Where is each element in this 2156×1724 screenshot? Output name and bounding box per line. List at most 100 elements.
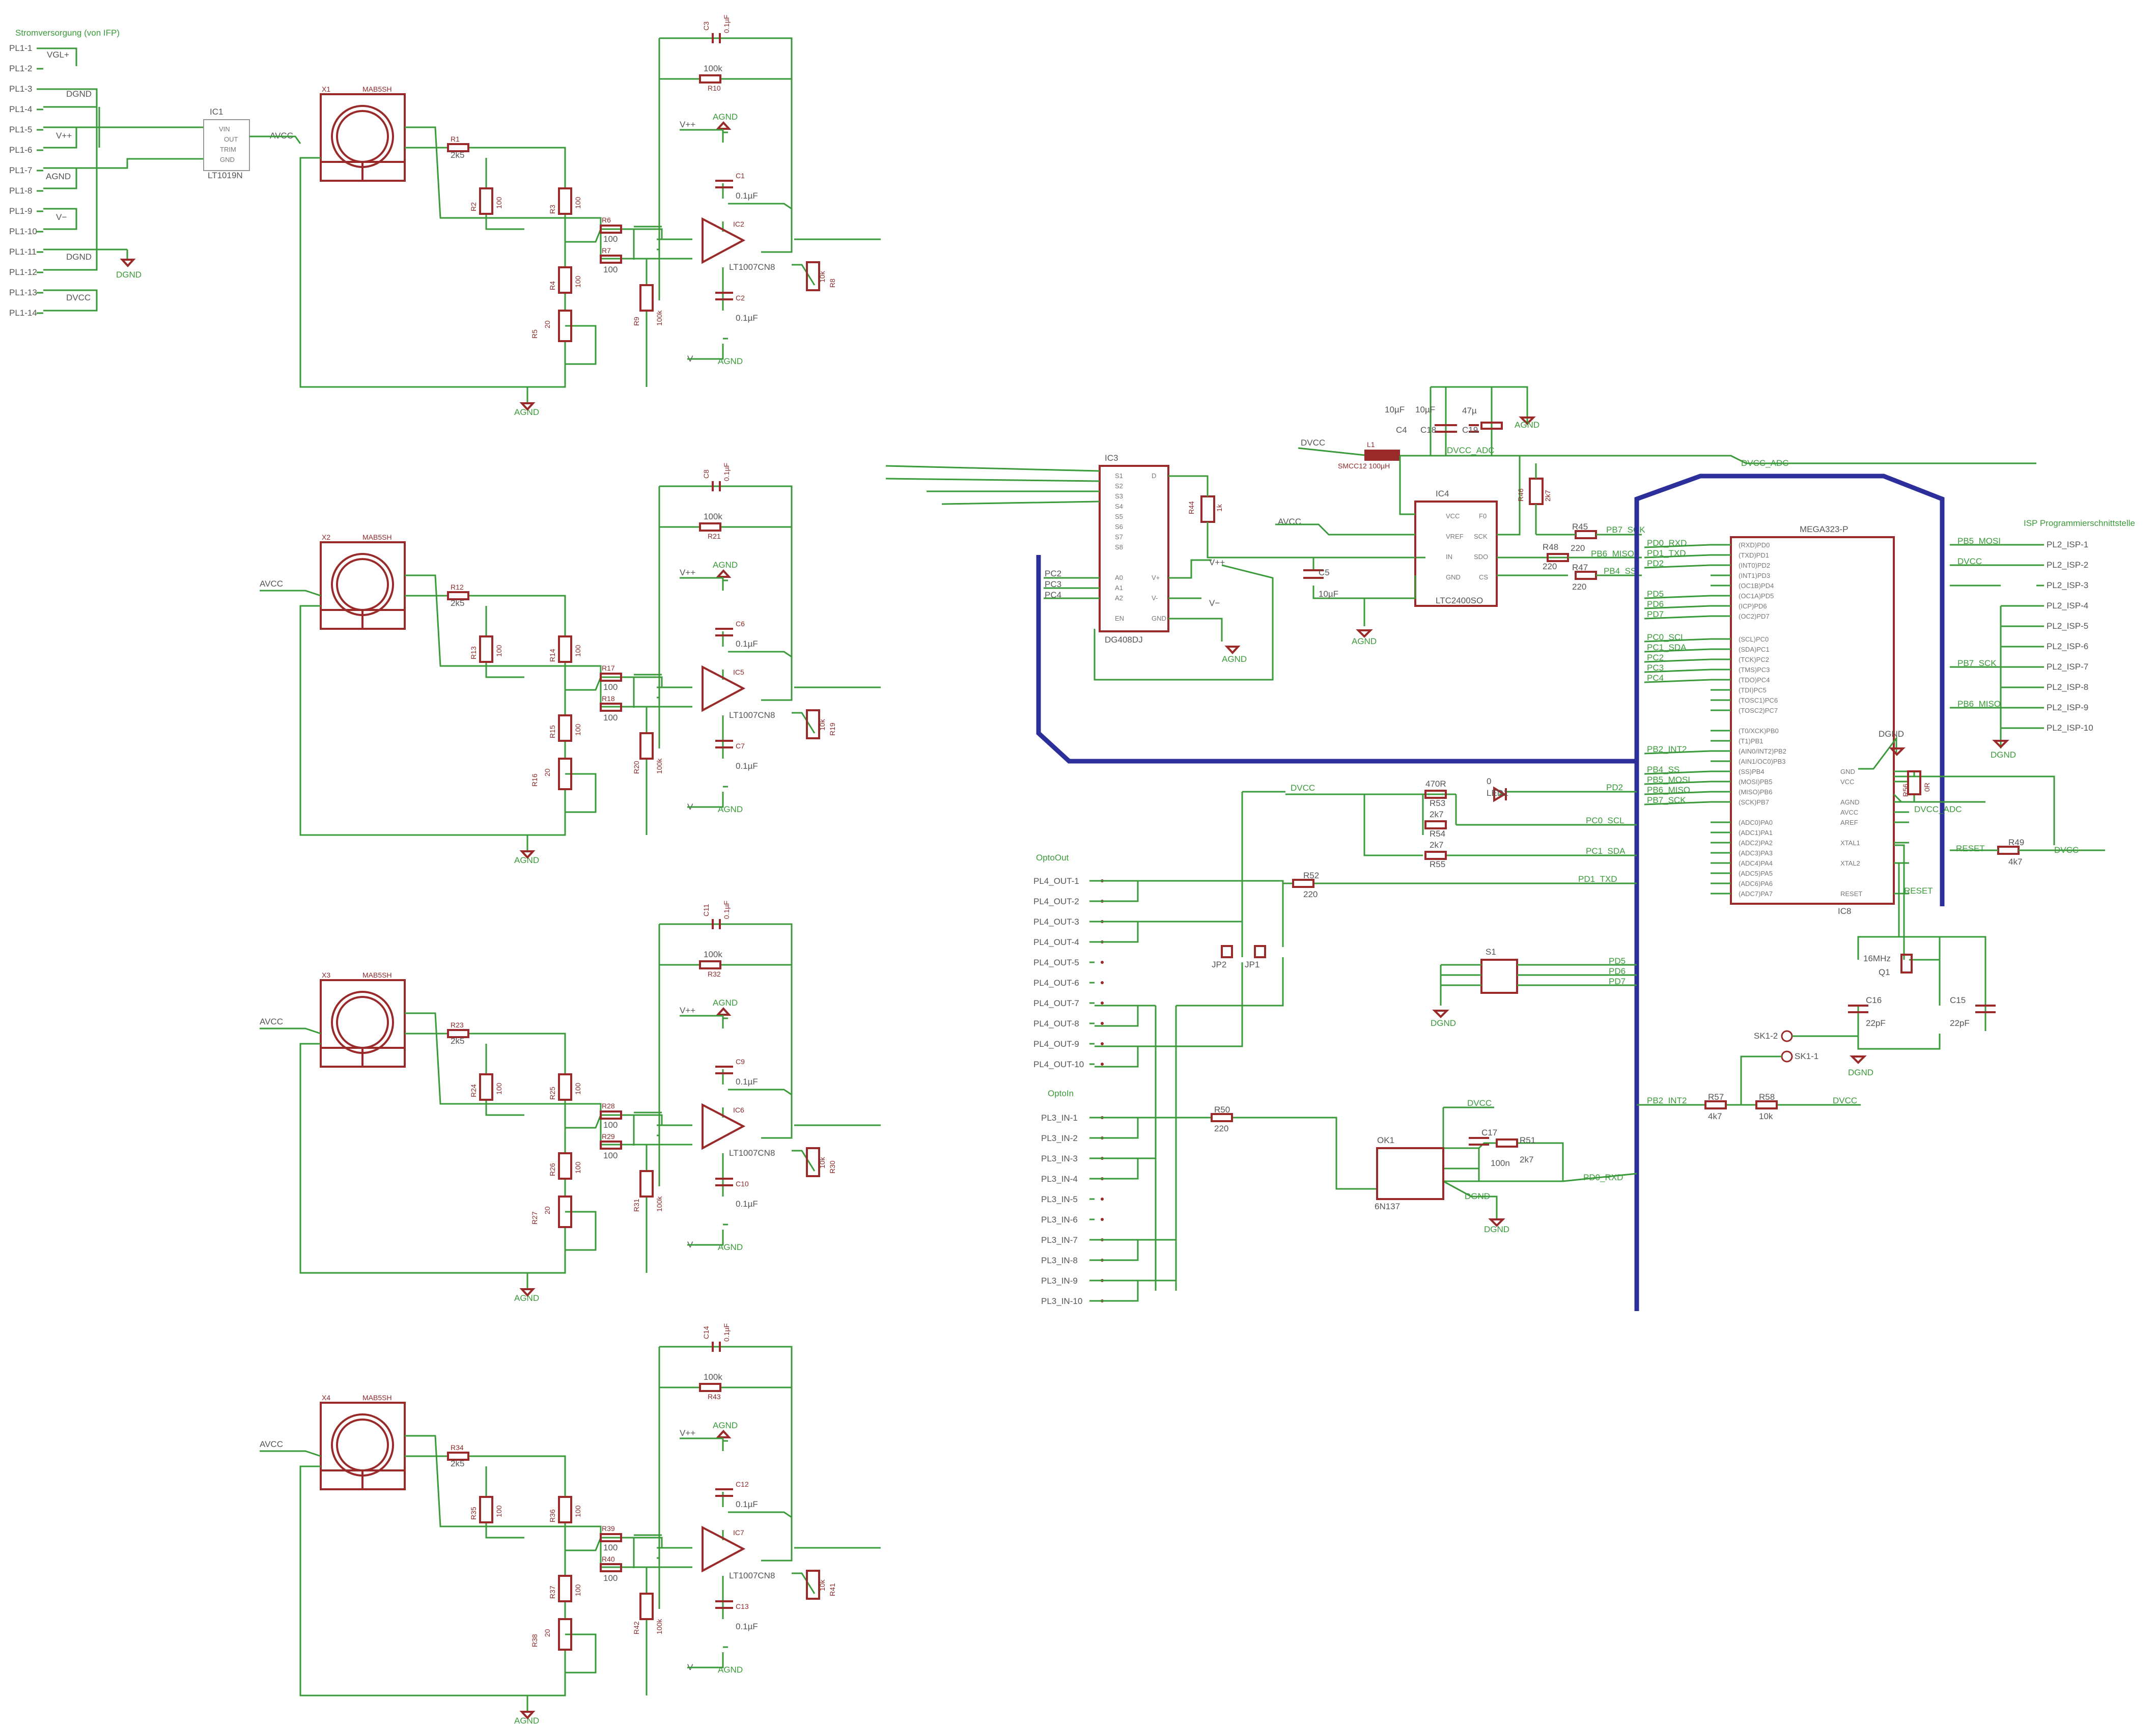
trim-potentiometer bbox=[806, 709, 820, 739]
sk1-jumper: SK1-2 SK1-1 R57 4k7 R58 10k PB2_INT2 DVC… bbox=[1637, 1030, 1861, 1121]
svg-text:2k7: 2k7 bbox=[1544, 490, 1552, 502]
resistor bbox=[558, 714, 572, 742]
pl1-net-labels: VGL+ DGND V++ AGND V− DGND DVCC bbox=[46, 50, 92, 302]
opto-out-pin-label: PL4_OUT-2 bbox=[1033, 897, 1079, 906]
opto-in-pin-label: PL3_IN-7 bbox=[1041, 1235, 1078, 1245]
ic8-pin-right: AVCC bbox=[1840, 809, 1858, 816]
r-e-name: R29 bbox=[602, 1132, 615, 1141]
svg-text:GND: GND bbox=[1446, 573, 1461, 581]
crystal-circuit: 16MHz Q1 C16 22pF C15 22pF DGND bbox=[1848, 844, 1996, 1077]
svg-text:PC0_SCL: PC0_SCL bbox=[1586, 816, 1625, 825]
resistor bbox=[558, 635, 572, 663]
opto-in-pin-label: PL3_IN-2 bbox=[1041, 1133, 1078, 1143]
svg-text:2k7: 2k7 bbox=[1520, 1155, 1533, 1164]
svg-text:22pF: 22pF bbox=[1866, 1018, 1886, 1028]
ic8-net: PD7 bbox=[1647, 609, 1664, 619]
ic3-pin-left: S4 bbox=[1115, 503, 1123, 510]
pin-marker bbox=[1101, 1063, 1104, 1066]
svg-text:ISP Programmierschnittstelle: ISP Programmierschnittstelle bbox=[2024, 518, 2135, 528]
vpp-label: V++ bbox=[680, 1428, 695, 1438]
isp-pin-label: PL2_ISP-4 bbox=[2047, 601, 2088, 610]
ic3-pin-right: GND bbox=[1152, 615, 1166, 622]
svg-text:LTC2400SO: LTC2400SO bbox=[1436, 596, 1483, 605]
connector-name: X4 bbox=[322, 1394, 330, 1402]
ic8-pin-left: (T0/XCK)PB0 bbox=[1739, 727, 1779, 735]
c-n-name: C7 bbox=[736, 742, 745, 750]
capacitors bbox=[712, 33, 733, 300]
isp-net: PB7_SCK bbox=[1957, 658, 1997, 668]
ic8-pin-left: (RXD)PD0 bbox=[1739, 541, 1770, 549]
svg-text:PD2: PD2 bbox=[1606, 783, 1623, 792]
ic-name: IC2 bbox=[733, 220, 744, 228]
net-dgnd-1: DGND bbox=[66, 89, 92, 99]
svg-text:V++: V++ bbox=[1209, 558, 1225, 567]
ic8-pin-right: VCC bbox=[1840, 778, 1854, 786]
resistor bbox=[600, 673, 622, 682]
ic8-pin-left: (ADC0)PA0 bbox=[1739, 819, 1773, 826]
isp-pin-label: PL2_ISP-7 bbox=[2047, 662, 2088, 672]
resistor bbox=[600, 703, 622, 712]
resistor bbox=[447, 143, 469, 152]
ic8-pin-left: (AIN1/OC0)PB3 bbox=[1739, 758, 1785, 765]
r-b-name: R3 bbox=[548, 205, 556, 214]
r-b-val: 100 bbox=[574, 1082, 582, 1095]
r-a-val: 100 bbox=[495, 197, 503, 209]
svg-text:V−: V− bbox=[1209, 598, 1220, 608]
r-f-val: 100k bbox=[655, 1196, 663, 1212]
r-fb-val: 100k bbox=[704, 64, 722, 73]
c-fb-name: C11 bbox=[702, 904, 710, 916]
isp-net: DVCC bbox=[1957, 557, 1982, 566]
svg-text:R58: R58 bbox=[1759, 1092, 1775, 1102]
ic3-pin-right: V- bbox=[1152, 594, 1158, 602]
vpp-label: V++ bbox=[680, 1006, 695, 1015]
svg-text:2k7: 2k7 bbox=[1430, 840, 1443, 850]
r-e-name: R18 bbox=[602, 694, 615, 703]
ic4-adc: IC4 LTC2400SO VCC VREF IN GND F0 SCK SDO… bbox=[1222, 456, 1645, 646]
ic8-pin-left: (ADC1)PA1 bbox=[1739, 829, 1773, 837]
svg-text:L1: L1 bbox=[1367, 440, 1375, 449]
agnd-label-ground: AGND bbox=[514, 1716, 539, 1724]
c-fb-name: C14 bbox=[702, 1326, 710, 1339]
pl1-pin-label: PL1-6 bbox=[9, 145, 32, 155]
r-e-name: R7 bbox=[602, 246, 611, 255]
resistor bbox=[600, 1110, 622, 1120]
svg-text:100n: 100n bbox=[1491, 1158, 1510, 1168]
net-vpp: V++ bbox=[56, 131, 72, 141]
ic8-pin-left: (ADC4)PA4 bbox=[1739, 859, 1773, 867]
ic8-pin-right: AREF bbox=[1840, 819, 1858, 826]
trim-val: 10k bbox=[818, 1579, 826, 1591]
r-c-val: 100 bbox=[574, 1584, 582, 1596]
opto-out-pin-label: PL4_OUT-7 bbox=[1033, 998, 1079, 1008]
svg-text:C18: C18 bbox=[1420, 425, 1436, 435]
ic3-pin-left: S6 bbox=[1115, 523, 1123, 531]
vpp-label: V++ bbox=[680, 568, 695, 577]
svg-text:S1: S1 bbox=[1486, 947, 1496, 957]
svg-text:10µF: 10µF bbox=[1319, 589, 1338, 599]
agnd-label-ground: AGND bbox=[514, 1293, 539, 1303]
svg-text:C4: C4 bbox=[1396, 425, 1407, 435]
svg-text:R55: R55 bbox=[1430, 859, 1445, 869]
c-p-val: 0.1µF bbox=[736, 639, 758, 649]
r-pot-name: R27 bbox=[530, 1211, 539, 1225]
r-a-name: R35 bbox=[469, 1507, 478, 1520]
c-fb-name: C3 bbox=[702, 21, 710, 31]
r-c-name: R4 bbox=[548, 281, 556, 290]
ic3-pin-left: S2 bbox=[1115, 482, 1123, 490]
pl1-pin-label: PL1-3 bbox=[9, 84, 32, 94]
svg-text:47µ: 47µ bbox=[1462, 406, 1477, 415]
r-pot-val: 20 bbox=[543, 320, 551, 328]
connector-part: MAB5SH bbox=[362, 1394, 392, 1402]
isp-net: PB6_MISO bbox=[1957, 699, 2001, 709]
c-p-name: C1 bbox=[736, 172, 745, 180]
ic-name: IC5 bbox=[733, 668, 744, 676]
svg-text:10µF: 10µF bbox=[1415, 405, 1435, 414]
trim-val: 10k bbox=[818, 1156, 826, 1169]
svg-text:IC3: IC3 bbox=[1105, 453, 1118, 463]
resistor bbox=[699, 74, 721, 84]
svg-text:DVCC: DVCC bbox=[1467, 1098, 1492, 1108]
ic8-pin-left: (SDA)PC1 bbox=[1739, 646, 1770, 653]
ic8-pin-left: (TMS)PC3 bbox=[1739, 666, 1770, 674]
svg-text:220: 220 bbox=[1303, 889, 1318, 899]
r-a-name: R2 bbox=[469, 202, 478, 211]
